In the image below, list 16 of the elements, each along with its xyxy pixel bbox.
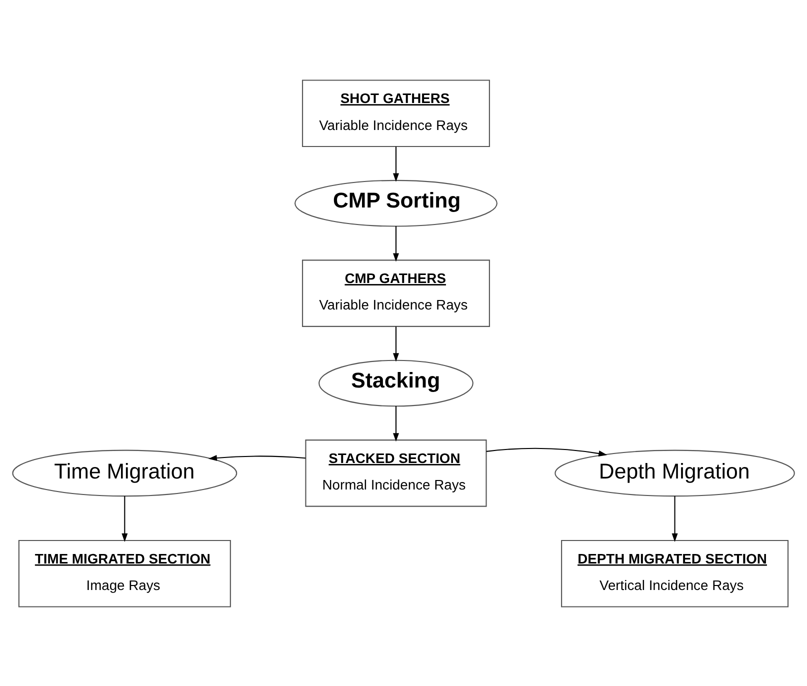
arrow bbox=[486, 447, 608, 456]
arrow bbox=[392, 226, 399, 262]
node-box: DEPTH MIGRATED SECTION Vertical Incidence Rays bbox=[561, 539, 789, 607]
arrow bbox=[392, 146, 399, 182]
node-box: STACKED SECTION Normal Incidence Rays bbox=[305, 439, 487, 506]
arrow bbox=[672, 496, 678, 542]
arrow bbox=[392, 326, 399, 362]
arrow bbox=[122, 496, 128, 542]
node-ellipse: Stacking bbox=[318, 359, 474, 406]
node-box: SHOT GATHERS Variable Incidence Rays bbox=[302, 79, 490, 147]
arrow bbox=[208, 454, 306, 460]
node-ellipse: CMP Sorting bbox=[294, 179, 498, 226]
arrow bbox=[392, 406, 399, 442]
node-box: CMP GATHERS Variable Incidence Rays bbox=[302, 259, 490, 326]
node-ellipse: Time Migration bbox=[12, 449, 238, 496]
node-box: TIME MIGRATED SECTION Image Rays bbox=[18, 539, 231, 607]
